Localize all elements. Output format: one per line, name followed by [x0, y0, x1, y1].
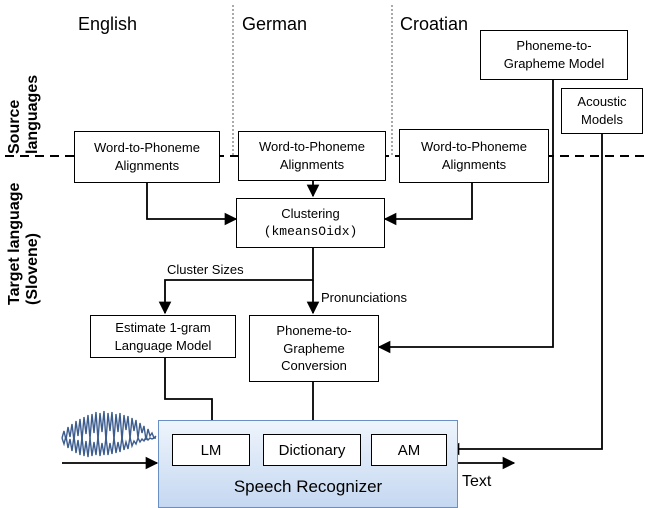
- alignments-english-box: Word-to-Phoneme Alignments: [74, 131, 220, 183]
- am-box: AM: [371, 434, 447, 466]
- acoustic-models-box: Acoustic Models: [561, 88, 643, 134]
- arrow-p2g-model: [377, 80, 554, 354]
- source-label: Source: [6, 99, 23, 154]
- lm-box: LM: [172, 434, 250, 466]
- clustering-box: Clustering (kmeansOidx): [236, 198, 385, 248]
- lm-estimate-box: Estimate 1-gram Language Model: [90, 315, 236, 358]
- language-croatian: Croatian: [400, 14, 469, 34]
- text-output-label: Text: [462, 473, 492, 490]
- dictionary-box: Dictionary: [263, 434, 361, 466]
- language-german: German: [242, 14, 308, 34]
- language-english: English: [78, 14, 138, 34]
- alignments-german-box: Word-to-Phoneme Alignments: [238, 131, 386, 181]
- waveform-icon: [61, 410, 157, 458]
- speech-recognizer-title: Speech Recognizer: [233, 477, 383, 496]
- cluster-sizes-label: Cluster Sizes: [167, 262, 244, 277]
- target-label: Target language: [6, 182, 23, 305]
- arrow-en-to-clustering: [146, 183, 238, 226]
- target-language-label: Target language (Slovene): [6, 183, 43, 305]
- source-languages-label: Source languages: [6, 75, 43, 154]
- pronunciations-label: Pronunciations: [321, 290, 407, 305]
- arrow-acoustic-models: [446, 134, 603, 456]
- alignments-croatian-box: Word-to-Phoneme Alignments: [399, 129, 549, 183]
- arrow-cluster-sizes: [158, 248, 314, 315]
- arrow-lm: [164, 358, 219, 434]
- source-languages-sublabel: languages: [24, 74, 42, 154]
- arrow-hr-to-clustering: [383, 183, 473, 226]
- clustering-code: (kmeansOidx): [263, 224, 358, 239]
- clustering-title: Clustering: [281, 206, 340, 222]
- p2g-conversion-box: Phoneme-to- Grapheme Conversion: [249, 315, 379, 382]
- p2g-model-box: Phoneme-to- Grapheme Model: [480, 30, 628, 80]
- speech-recognizer-box: LM Dictionary AM Speech Recognizer: [158, 420, 458, 508]
- target-sublabel: (Slovene): [24, 232, 42, 305]
